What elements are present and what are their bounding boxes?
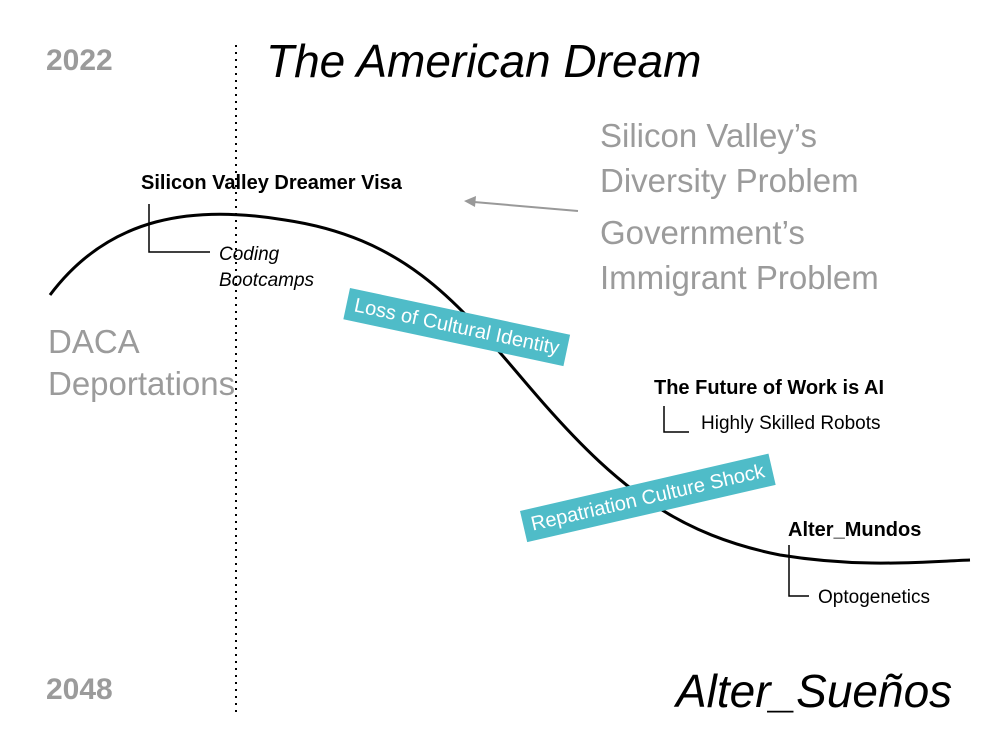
- node-visa-sub-line1: Coding: [219, 244, 280, 265]
- daca-line2: Deportations: [48, 365, 236, 402]
- problem-arrow-head: [464, 196, 476, 207]
- government-problem-line1: Government’s: [600, 214, 805, 251]
- year-2048: 2048: [46, 673, 113, 706]
- dream-curve: [48, 212, 971, 565]
- node-visa-sub: Coding Bootcamps: [219, 242, 314, 294]
- government-problem: Government’s Immigrant Problem: [600, 210, 879, 300]
- node-alter-label: Alter_Mundos: [788, 519, 922, 541]
- node-visa-label: Silicon Valley Dreamer Visa: [141, 172, 402, 194]
- alter-connector: [788, 545, 809, 597]
- daca-line1: DACA: [48, 323, 140, 360]
- silicon-valley-problem: Silicon Valley’s Diversity Problem: [600, 113, 859, 203]
- daca-deportations: DACA Deportations: [48, 321, 235, 405]
- visa-connector: [148, 204, 210, 253]
- year-2022: 2022: [46, 44, 113, 77]
- node-future-sub: Highly Skilled Robots: [701, 413, 881, 434]
- silicon-problem-line1: Silicon Valley’s: [600, 117, 818, 154]
- node-future-label: The Future of Work is AI: [654, 377, 885, 399]
- silicon-problem-line2: Diversity Problem: [600, 162, 859, 199]
- problem-arrow-line: [473, 201, 579, 212]
- node-visa-sub-line2: Bootcamps: [219, 270, 315, 291]
- node-alter-sub: Optogenetics: [818, 587, 930, 608]
- future-connector: [663, 406, 689, 433]
- title-american-dream: The American Dream: [266, 35, 702, 87]
- government-problem-line2: Immigrant Problem: [600, 259, 879, 296]
- title-alter-suenos: Alter_Sueños: [676, 665, 953, 717]
